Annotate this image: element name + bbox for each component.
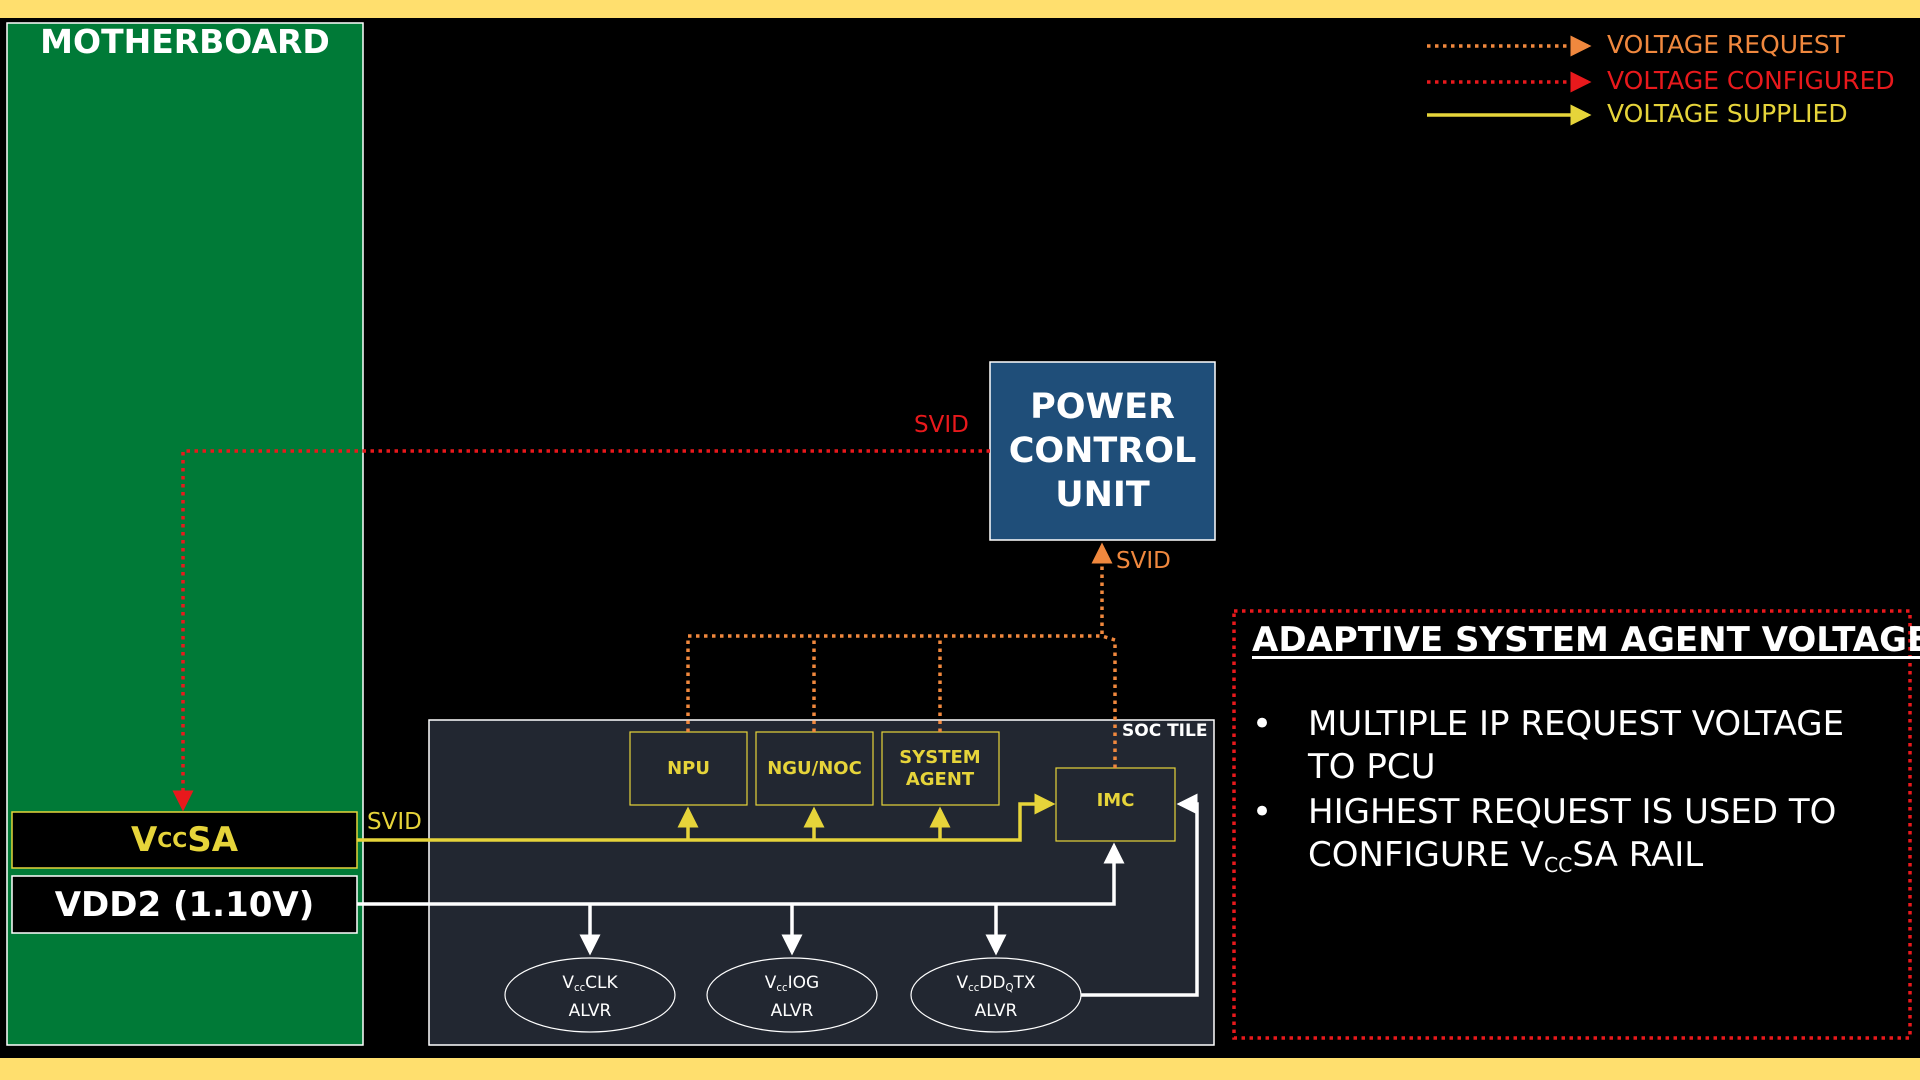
vccsa-rest: SA — [187, 820, 239, 860]
vcciog-alvr-label: VccIOG ALVR — [707, 972, 877, 1022]
pcu-label: POWER CONTROL UNIT — [1008, 387, 1197, 515]
motherboard-panel — [6, 22, 364, 1046]
vccclk-alvr-oval — [504, 957, 676, 1033]
soc-tile-panel — [428, 719, 1215, 1046]
svid-supplied-label: SVID — [367, 809, 422, 835]
vccclk-type: ALVR — [568, 1001, 612, 1022]
vccclk-name: VccCLK — [562, 973, 618, 995]
info-panel-title: ADAPTIVE SYSTEM AGENT VOLTAGE — [1252, 620, 1920, 660]
info-bullets: • MULTIPLE IP REQUEST VOLTAGE TO PCU • H… — [1250, 703, 1900, 887]
vdd2-rail-label: VDD2 (1.10V) — [54, 884, 315, 925]
voltage-request-imc — [1101, 634, 1117, 768]
info-panel-border — [1232, 609, 1912, 1040]
bullet-dot: • — [1252, 704, 1273, 744]
vccsa-sub: CC — [157, 828, 188, 852]
legend-configured-label: VOLTAGE CONFIGURED — [1607, 66, 1895, 95]
imc-block: IMC — [1096, 789, 1135, 811]
vdd2-supply-bus — [357, 842, 1125, 906]
info-bullet: • MULTIPLE IP REQUEST VOLTAGE TO PCU — [1250, 703, 1900, 789]
vccddqtx-name: VccDDQTX — [956, 973, 1036, 995]
vdd2-rail-box — [11, 875, 358, 934]
vcciog-type: ALVR — [770, 1001, 814, 1022]
npu-block: NPU — [667, 757, 710, 779]
motherboard-title: MOTHERBOARD — [40, 22, 330, 61]
vcciog-alvr-oval — [706, 957, 878, 1033]
ngu-noc-block: NGU/NOC — [767, 757, 862, 779]
vccddqtx-type: ALVR — [974, 1001, 1018, 1022]
soc-tile-title: SOC TILE — [1122, 721, 1208, 741]
top-band — [0, 0, 1920, 18]
bullet-text: MULTIPLE IP REQUEST VOLTAGE TO PCU — [1308, 704, 1845, 787]
info-bullet: • HIGHEST REQUEST IS USED TO CONFIGURE V… — [1250, 791, 1900, 887]
vccsa-v: V — [130, 820, 158, 860]
vccclk-alvr-label: VccCLK ALVR — [505, 972, 675, 1022]
system-agent-block: SYSTEM AGENT — [899, 746, 981, 790]
vccddqtx-to-imc — [1081, 793, 1199, 997]
svid-request-label: SVID — [1116, 548, 1171, 574]
voltage-request-bus — [688, 542, 1113, 638]
legend-request-label: VOLTAGE REQUEST — [1607, 30, 1846, 59]
vcciog-name: VccIOG — [764, 973, 820, 995]
bullet-text: HIGHEST REQUEST IS USED TO CONFIGURE VCC… — [1308, 792, 1837, 878]
bullet-dot: • — [1252, 792, 1273, 832]
bottom-band — [0, 1058, 1920, 1080]
svid-configured-label: SVID — [914, 412, 969, 438]
legend-supplied-label: VOLTAGE SUPPLIED — [1607, 99, 1848, 128]
vccddqtx-alvr-label: VccDDQTX ALVR — [911, 972, 1081, 1022]
pcu-box — [989, 361, 1216, 541]
